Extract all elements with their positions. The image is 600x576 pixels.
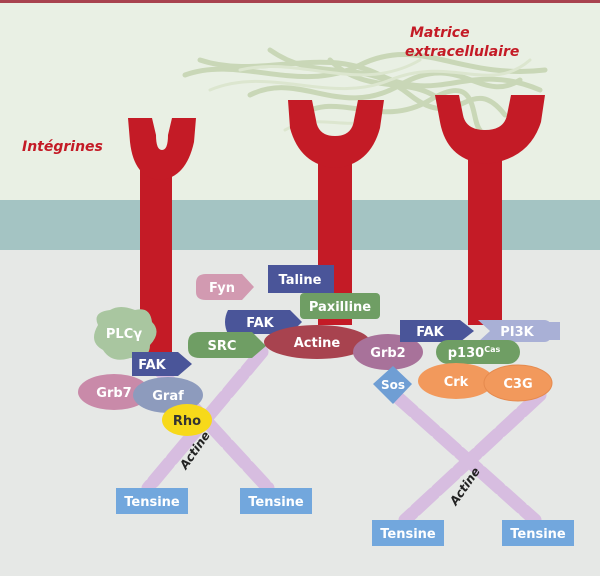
actin-filaments-right xyxy=(388,388,547,527)
integrins-label: Intégrines xyxy=(22,139,103,155)
plasma-membrane xyxy=(0,200,600,250)
fyn-label: Fyn xyxy=(209,281,235,296)
p130-protein: p130Cas xyxy=(436,340,520,364)
crk-protein: Crk xyxy=(418,363,494,399)
fak-left-protein: FAK xyxy=(132,352,192,376)
tensine-4: Tensine xyxy=(502,520,574,546)
pi3k-protein: PI3K xyxy=(478,320,560,342)
tensine-1: Tensine xyxy=(116,488,188,514)
actine-label: Actine xyxy=(294,336,341,351)
tensine-1-label: Tensine xyxy=(124,495,180,510)
top-border xyxy=(0,0,600,3)
grb7-label: Grb7 xyxy=(96,386,131,401)
fak-right-protein: FAK xyxy=(400,320,474,342)
sos-label: Sos xyxy=(381,378,405,392)
grb2-label: Grb2 xyxy=(370,346,405,361)
graf-label: Graf xyxy=(152,389,184,404)
plcg-protein: PLCγ xyxy=(94,307,157,360)
src-protein: SRC xyxy=(188,332,266,358)
plcg-label: PLCγ xyxy=(106,327,142,342)
extracellular-matrix-label-line1: Matrice xyxy=(410,25,470,41)
paxilline-label: Paxilline xyxy=(309,300,371,315)
grb2-protein: Grb2 xyxy=(353,334,423,370)
actine-protein: Actine xyxy=(264,325,370,359)
pi3k-label: PI3K xyxy=(500,325,534,340)
paxilline-protein: Paxilline xyxy=(300,293,380,319)
p130-superscript: Cas xyxy=(484,345,500,354)
src-label: SRC xyxy=(208,339,237,354)
rho-label: Rho xyxy=(173,414,201,429)
tensine-3: Tensine xyxy=(372,520,444,546)
p130-label: p130Cas xyxy=(448,345,501,361)
extracellular-matrix-fibers xyxy=(182,47,548,133)
tensine-2-label: Tensine xyxy=(248,495,304,510)
graf-protein: Graf xyxy=(133,377,203,413)
crk-label: Crk xyxy=(444,375,469,390)
grb7-protein: Grb7 xyxy=(78,374,150,410)
taline-label: Taline xyxy=(279,273,322,288)
c3g-protein: C3G xyxy=(483,364,553,402)
taline-protein: Taline xyxy=(268,265,334,293)
c3g-label: C3G xyxy=(503,377,532,392)
integrin-3 xyxy=(435,95,545,325)
fak-right-label: FAK xyxy=(416,325,444,340)
tensine-4-label: Tensine xyxy=(510,527,566,542)
tensine-3-label: Tensine xyxy=(380,527,436,542)
extracellular-matrix-label-line2: extracellulaire xyxy=(405,44,519,60)
tensine-2: Tensine xyxy=(240,488,312,514)
fak-center-protein: FAK xyxy=(225,310,302,334)
rho-protein: Rho xyxy=(162,404,212,436)
fak-left-label: FAK xyxy=(138,358,166,373)
fak-center-label: FAK xyxy=(246,316,274,331)
sos-protein: Sos xyxy=(373,366,412,404)
fyn-protein: Fyn xyxy=(196,274,254,300)
p130-main: p130 xyxy=(448,346,484,361)
